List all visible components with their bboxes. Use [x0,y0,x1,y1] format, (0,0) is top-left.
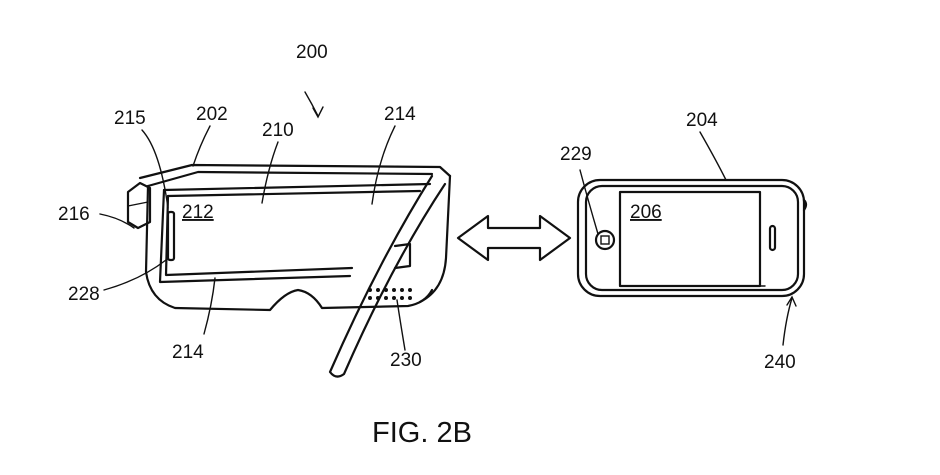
leader-240 [782,297,793,346]
leader-216 [99,213,135,229]
home-button-229 [594,229,616,251]
strap-arm [328,174,447,378]
leader-lines [99,91,797,351]
label-210: 210 [262,120,294,141]
leader-228 [103,259,167,291]
leader-230 [396,299,406,351]
reference-labels: 200 202 210 214 215 216 212 228 214 230 … [58,42,796,373]
phone-speaker-slot [768,224,777,252]
sensor-window [393,242,412,270]
phone-case-240 [576,178,806,298]
leader-214-top [371,125,396,205]
phone-drawing [576,178,808,298]
label-206: 206 [630,202,662,223]
label-214-bottom: 214 [172,342,204,363]
speaker-grille-230 [368,288,412,300]
bidirectional-arrow-icon [456,214,572,262]
leader-210 [261,141,279,204]
label-214-top: 214 [384,104,416,125]
display-frame-top [162,182,432,192]
housing-top-edge [138,163,452,180]
label-216: 216 [58,204,90,225]
figure-caption: FIG. 2B [372,417,472,449]
housing-top-inner-edge [146,170,434,188]
label-204: 204 [686,110,718,131]
display-frame-outer-left [158,188,352,284]
label-202: 202 [196,104,228,125]
label-229: 229 [560,144,592,165]
leader-200-arrowhead-icon [312,106,324,119]
label-215: 215 [114,108,146,129]
button-216 [126,181,152,230]
housing-bottom-outline [144,184,434,312]
label-228: 228 [68,284,100,305]
leader-240-arrowhead-icon [786,295,797,307]
leader-214-bottom [203,277,216,335]
label-200: 200 [296,42,328,63]
home-button-inner [600,235,610,245]
leader-229 [579,169,599,235]
label-212: 212 [182,202,214,223]
display-frame-top-inner [166,189,422,198]
button-216-detail [127,201,149,207]
housing-right-side [418,174,452,304]
label-240: 240 [764,352,796,373]
phone-body [584,184,800,292]
label-230: 230 [390,350,422,371]
headset-drawing [126,163,452,378]
leader-215 [141,129,169,209]
leader-202 [192,125,211,167]
phone-side-button [802,198,808,212]
slot-228 [166,210,176,262]
leader-204 [699,131,727,181]
